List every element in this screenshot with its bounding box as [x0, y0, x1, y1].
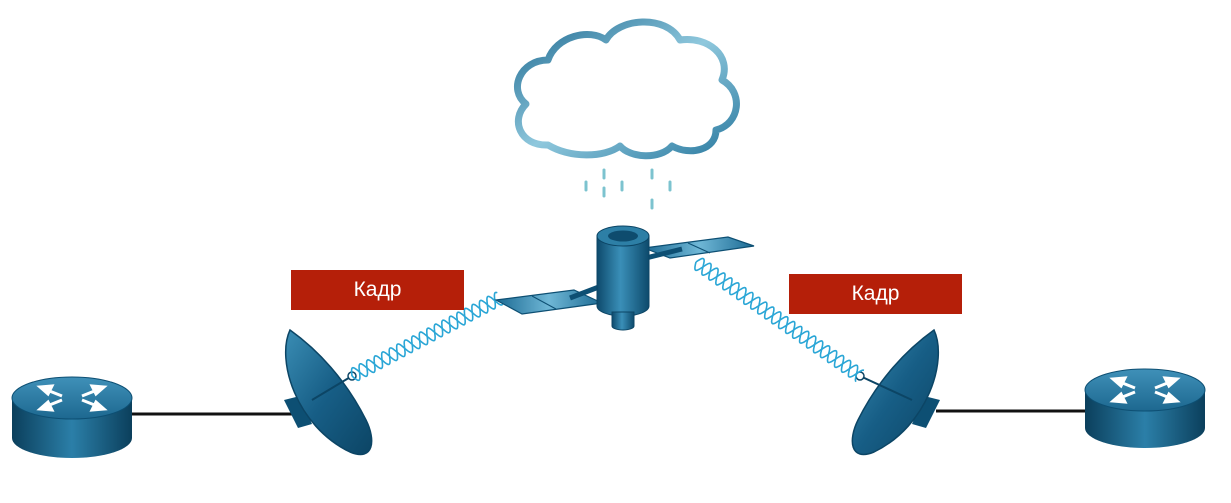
- frame-label-left: Кадр: [291, 270, 464, 310]
- frame-label-right-text: Кадр: [851, 282, 900, 305]
- cloud-icon: [514, 18, 740, 160]
- frame-label-left-text: Кадр: [353, 278, 402, 301]
- dish-left-icon: [284, 328, 373, 456]
- frame-label-right: Кадр: [789, 274, 962, 314]
- router-right-icon: [1084, 368, 1206, 448]
- dish-right-icon: [851, 328, 940, 456]
- router-left-icon: [11, 376, 133, 458]
- satellite-icon: [494, 225, 755, 331]
- wave-left: [350, 291, 504, 382]
- wave-right: [694, 257, 865, 383]
- rain-icon: [584, 168, 672, 210]
